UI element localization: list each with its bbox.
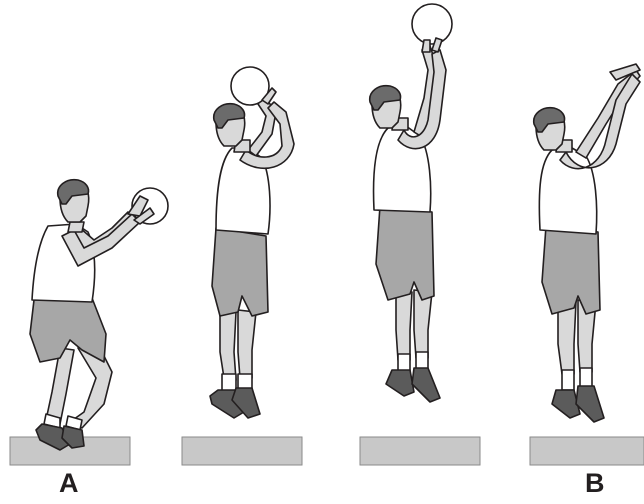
figure-rise bbox=[210, 67, 294, 418]
leg-back bbox=[396, 290, 412, 360]
ground-slabs bbox=[10, 437, 644, 465]
leg-front bbox=[238, 310, 256, 378]
figure-release bbox=[370, 4, 452, 402]
arm-near bbox=[398, 50, 446, 149]
figure-gather bbox=[30, 180, 168, 450]
ground-slab-2 bbox=[182, 437, 302, 465]
ground-slab-3 bbox=[360, 437, 480, 465]
shorts bbox=[212, 228, 268, 316]
leg-back bbox=[220, 310, 236, 380]
ball bbox=[412, 4, 452, 44]
shorts bbox=[376, 206, 434, 300]
label-start: A bbox=[59, 470, 79, 497]
shoe-back bbox=[386, 370, 414, 396]
label-end: B bbox=[585, 470, 605, 497]
ground-slab-b bbox=[530, 437, 644, 465]
shorts bbox=[542, 226, 600, 314]
shoe-front bbox=[412, 368, 440, 402]
figure-follow-through bbox=[534, 64, 640, 422]
shoe-front bbox=[576, 386, 604, 422]
